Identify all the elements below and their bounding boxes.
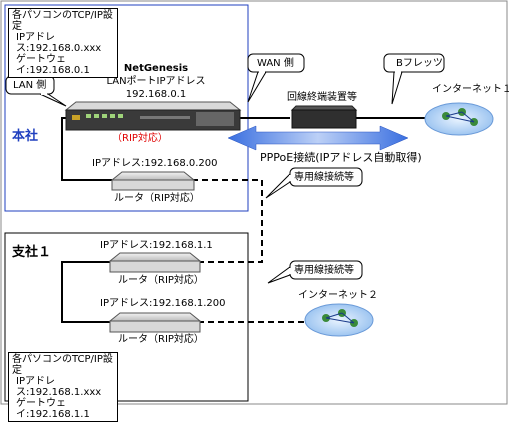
hq-pc-gateway: ゲートウェイ:192.168.0.1 (16, 54, 90, 76)
hq-router-device (110, 171, 196, 191)
ont-device (290, 105, 358, 129)
branch-pc-gateway: ゲートウェイ:192.168.1.1 (16, 398, 90, 420)
diagram-graphics (0, 0, 508, 405)
hq-site-frame (4, 4, 249, 212)
wan-side-callout (247, 53, 305, 103)
hq-site-label: 本社 (12, 129, 39, 144)
branch-pc-ip: IPアドレス:192.168.1.xxx (16, 376, 102, 398)
branch-router2-device (108, 312, 202, 333)
lan-side-label: LAN 側 (13, 80, 47, 91)
pppoe-label: PPPoE接続(IPアドレス自動取得) (260, 151, 422, 164)
wan-side-label: WAN 側 (257, 58, 294, 69)
hq-pc-ip: IPアドレス:192.168.0.xxx (16, 32, 102, 54)
outer-frame (0, 0, 508, 405)
branch-site-label: 支社１ (12, 245, 52, 260)
lan-side-callout (5, 75, 67, 107)
branch-router2-name: ルータ（RIP対応） (118, 334, 204, 345)
netgenesis-rip-label: （RIP対応） (112, 133, 168, 144)
leased-line-branch-label: 専用線接続等 (294, 265, 354, 276)
leased-line-branch-callout (267, 260, 363, 284)
internet1-label: インターネット１ (432, 84, 509, 95)
internet2-label: インターネット２ (298, 290, 378, 301)
bflets-callout (383, 53, 445, 105)
branch-site-frame (4, 232, 249, 402)
hq-router-ip: IPアドレス:192.168.0.200 (92, 158, 218, 169)
ont-label: 回線終端装置等 (287, 92, 357, 103)
hq-pc-settings-note: 各パソコンのTCP/IP設定 IPアドレス:192.168.0.xxx ゲートウ… (8, 8, 118, 78)
netgenesis-name: NetGenesis (123, 63, 189, 74)
leased-line-hq-label: 専用線接続等 (294, 172, 354, 183)
branch-router2-ip: IPアドレス:192.168.1.200 (100, 298, 226, 309)
branch-router1-device (108, 252, 202, 273)
netgenesis-device (64, 101, 242, 131)
branch-router1-name: ルータ（RIP対応） (118, 275, 204, 286)
branch-router1-ip: IPアドレス:192.168.1.1 (100, 240, 213, 251)
pppoe-arrow (227, 125, 409, 151)
internet2-cloud-icon (304, 303, 374, 337)
branch-lan-line (61, 261, 112, 323)
branch-pc-settings-title: 各パソコンのTCP/IP設定 (12, 354, 113, 376)
branch-pc-settings-note: 各パソコンのTCP/IP設定 IPアドレス:192.168.1.xxx ゲートウ… (8, 352, 118, 422)
leased-line-hq-branch (192, 179, 263, 263)
internet1-cloud-icon (424, 102, 494, 136)
leased-line-hq-callout (265, 167, 363, 199)
hq-router-name: ルータ（RIP対応） (114, 193, 200, 204)
hq-pc-settings-title: 各パソコンのTCP/IP設定 (12, 10, 113, 32)
netgenesis-ip: 192.168.0.1 (125, 89, 187, 100)
bflets-label: Bフレッツ (396, 58, 443, 69)
netgenesis-port-label: LANポートIPアドレス (106, 76, 206, 87)
